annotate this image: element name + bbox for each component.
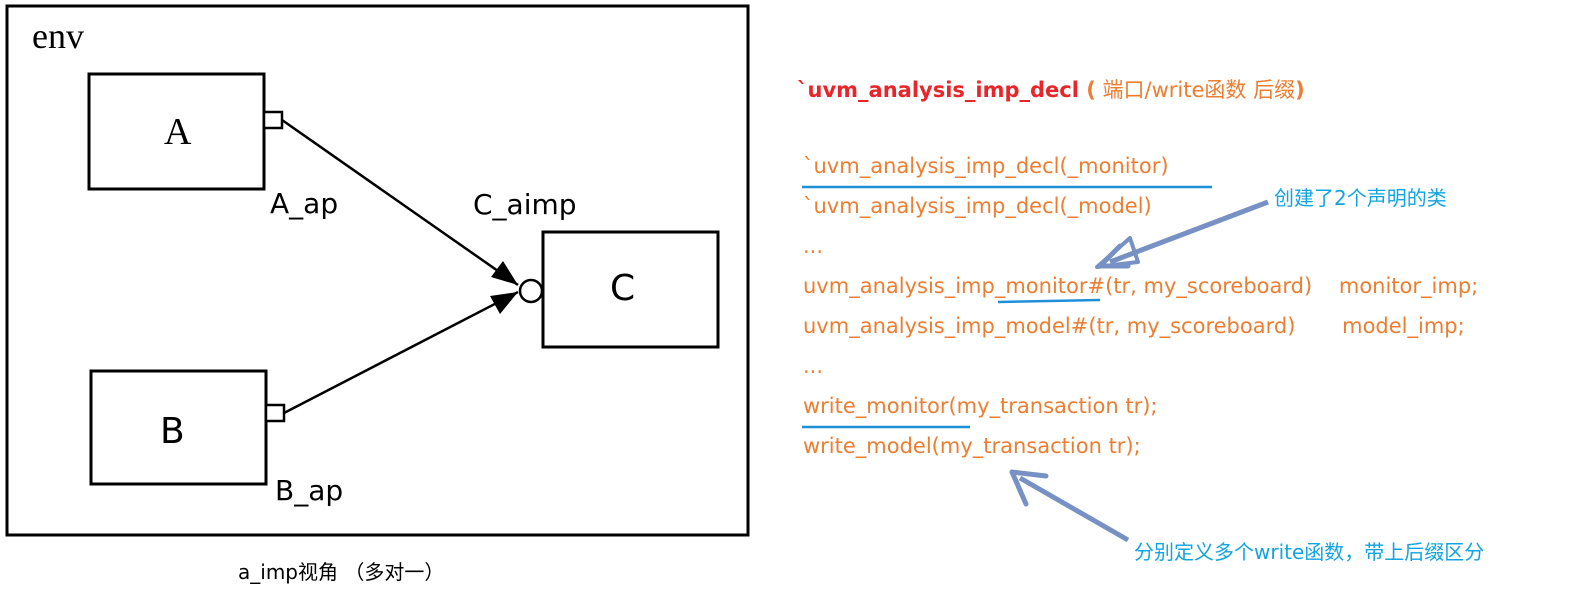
macro-args: 端口/write函数 后缀: [1095, 78, 1296, 102]
block-b: [89, 369, 268, 486]
macro-paren-open: (: [1078, 78, 1096, 102]
macro-name: `uvm_analysis_imp_decl: [797, 78, 1079, 102]
b-to-c-connection: [283, 290, 519, 415]
code-line-5: uvm_analysis_imp_model#(tr, my_scoreboar…: [803, 314, 1465, 338]
block-a: [87, 72, 266, 191]
code-line-7: write_monitor(my_transaction tr);: [803, 394, 1158, 418]
block-c: [541, 230, 720, 349]
a-ap-label: A_ap: [270, 187, 338, 220]
macro-paren-close: ): [1295, 78, 1305, 102]
diagram-caption: a_imp视角 （多对一）: [238, 560, 445, 584]
classes-callout-arrow: [1095, 199, 1269, 269]
classes-note: 创建了2个声明的类: [1274, 186, 1447, 210]
macro-title: `uvm_analysis_imp_decl ( 端口/write函数 后缀): [797, 74, 1305, 104]
block-b-label: B: [160, 411, 185, 452]
a-to-c-arrowhead: [491, 261, 518, 285]
write-note: 分别定义多个write函数，带上后缀区分: [1134, 540, 1485, 564]
c-aimp-port: [518, 278, 544, 304]
code-line-2: `uvm_analysis_imp_decl(_model): [803, 194, 1152, 218]
code-line-8: write_model(my_transaction tr);: [803, 434, 1141, 458]
code-line-1: `uvm_analysis_imp_decl(_monitor): [803, 154, 1169, 178]
code-line-4: uvm_analysis_imp_monitor#(tr, my_scorebo…: [803, 274, 1479, 298]
a-to-c-connection: [281, 118, 519, 287]
underline-imp-monitor: [997, 298, 1101, 304]
code-line-3: ...: [803, 234, 824, 258]
env-frame: [5, 4, 750, 537]
a-ap-port: [262, 110, 284, 130]
env-label: env: [32, 16, 84, 56]
b-ap-port: [264, 403, 286, 423]
c-aimp-label: C_aimp: [473, 188, 577, 221]
write-callout-arrow: [1009, 469, 1130, 543]
block-c-label: C: [610, 268, 635, 309]
b-ap-label: B_ap: [275, 474, 343, 507]
block-a-label: A: [164, 111, 192, 153]
b-to-c-arrowhead: [490, 292, 518, 314]
code-line-6: ...: [803, 354, 824, 378]
